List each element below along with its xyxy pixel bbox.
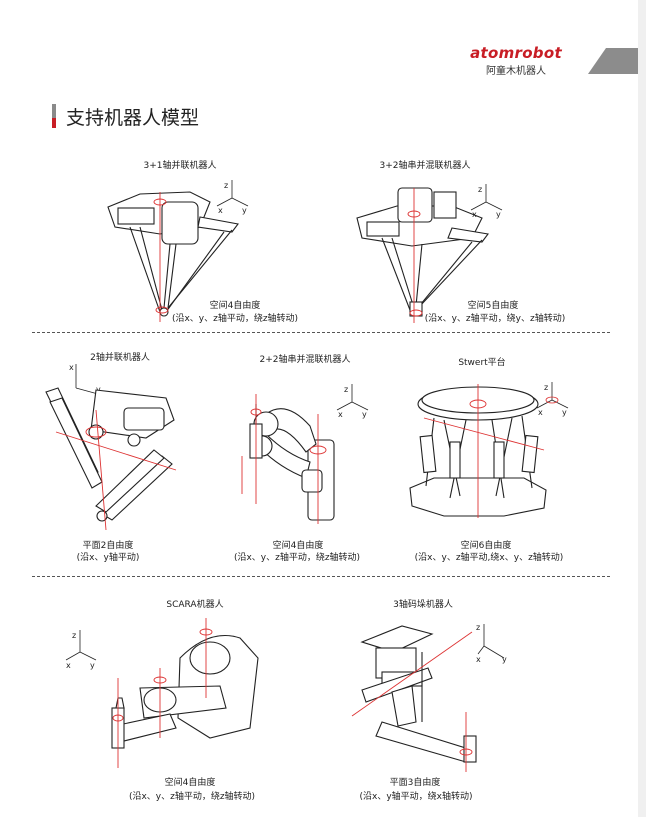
xyz-axis-icon: z x y	[336, 384, 369, 419]
svg-text:x: x	[476, 655, 481, 664]
xyz-axis-icon: z x y	[536, 382, 569, 417]
svg-text:y: y	[502, 655, 507, 664]
robot-motion: (沿x、y、z轴平动，绕y、z轴转动)	[424, 314, 566, 324]
delta-parallel-robot-icon	[107, 191, 239, 322]
logo-wordmark: atomrobot	[470, 44, 562, 62]
robot-name: 3轴码垛机器人	[393, 600, 453, 610]
xyz-axis-icon: z x y	[476, 623, 507, 664]
xyz-axis-icon: z x y	[65, 630, 97, 670]
row-divider	[32, 332, 610, 333]
svg-text:y: y	[362, 410, 367, 419]
robot-dof: 空间4自由度	[209, 301, 261, 311]
logo-slant-shape-icon	[588, 48, 638, 74]
svg-text:z: z	[476, 623, 480, 632]
xyz-axis-icon: z x y	[470, 184, 503, 219]
robot-name: SCARA机器人	[166, 600, 224, 610]
robot-motion: (沿x、y轴平动)	[76, 553, 140, 563]
title-accent-bar	[52, 104, 56, 126]
svg-text:z: z	[544, 383, 548, 392]
robot-dof: 空间6自由度	[460, 541, 512, 551]
robot-dof: 平面2自由度	[82, 541, 134, 551]
hybrid-robot-2plus2-icon	[241, 394, 335, 524]
svg-text:y: y	[562, 408, 567, 417]
svg-text:x: x	[69, 363, 74, 372]
stewart-platform-icon	[409, 384, 547, 518]
page-title: 支持机器人模型	[66, 107, 200, 129]
robot-motion: (沿x、y、z轴平动，绕z轴转动)	[128, 792, 256, 802]
row-divider	[32, 576, 610, 577]
title-accent-bar-red	[52, 118, 56, 128]
xy-axis-icon: xy	[69, 363, 101, 395]
svg-text:x: x	[218, 206, 223, 215]
svg-text:x: x	[66, 661, 71, 670]
svg-text:y: y	[90, 661, 95, 670]
delta-hybrid-robot-icon	[356, 187, 489, 323]
robot-name: Stwert平台	[458, 358, 506, 368]
svg-text:x: x	[472, 210, 477, 219]
brand-logo: atomrobot 阿童木机器人	[446, 40, 646, 80]
robot-dof: 空间5自由度	[467, 301, 519, 311]
robot-motion: (沿x、y、z轴平动，绕z轴转动)	[171, 314, 299, 324]
page-edge-band	[638, 0, 646, 817]
palletizing-robot-icon	[351, 625, 477, 772]
robot-motion: (沿x、y、z轴平动,绕x、y、z轴转动)	[414, 553, 564, 563]
robot-motion: (沿x、y、z轴平动，绕z轴转动)	[233, 553, 361, 563]
robot-dof: 空间4自由度	[164, 778, 216, 788]
xyz-axis-icon: z x y	[216, 180, 249, 215]
scara-robot-icon	[111, 618, 259, 768]
svg-text:z: z	[224, 181, 228, 190]
svg-text:y: y	[96, 385, 101, 394]
robot-dof: 平面3自由度	[389, 778, 441, 788]
robot-dof: 空间4自由度	[272, 541, 324, 551]
robot-motion: (沿x、y轴平动，绕x轴转动)	[359, 792, 473, 802]
robot-name: 2轴并联机器人	[90, 353, 150, 363]
svg-text:z: z	[72, 631, 76, 640]
svg-text:y: y	[496, 210, 501, 219]
svg-text:x: x	[538, 408, 543, 417]
svg-text:x: x	[338, 410, 343, 419]
robot-name: 3+1轴并联机器人	[143, 161, 217, 171]
planar-parallel-robot-icon	[45, 387, 177, 531]
logo-chinese-name: 阿童木机器人	[486, 66, 546, 77]
svg-text:z: z	[344, 385, 348, 394]
svg-text:y: y	[242, 206, 247, 215]
robot-name: 3+2轴串并混联机器人	[379, 161, 471, 171]
svg-text:z: z	[478, 185, 482, 194]
robot-name: 2+2轴串并混联机器人	[259, 355, 351, 365]
